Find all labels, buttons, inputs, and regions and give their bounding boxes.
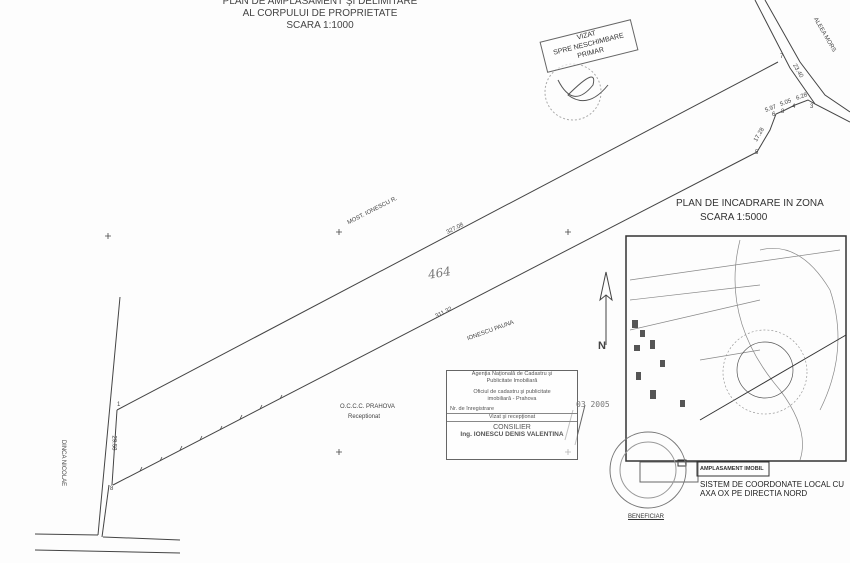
west-road-edge xyxy=(97,296,121,536)
parcel-south-boundary xyxy=(112,151,758,486)
parcel-west-boundary xyxy=(111,409,118,486)
plan-scale: SCARA 1:1000 xyxy=(286,20,354,31)
mayor-seal xyxy=(544,63,602,121)
measure-left-side: 29.58 xyxy=(110,435,117,451)
point-label: 7 xyxy=(780,54,784,60)
legend-site-box xyxy=(639,461,699,483)
ocpi-seal xyxy=(609,431,687,509)
parcel-east-boundary xyxy=(756,99,816,153)
inset-map-frame xyxy=(625,235,847,462)
point-label: 8 xyxy=(781,109,785,115)
north-label: N xyxy=(598,340,606,352)
east-road-edge xyxy=(754,0,850,123)
point-label: 5 xyxy=(755,150,759,156)
plan-title-line2: AL CORPULUI DE PROPRIETATE xyxy=(242,8,398,19)
ocpi-note-line2: Receptionat xyxy=(348,414,381,420)
inset-title: PLAN DE INCADRARE IN ZONA xyxy=(676,198,824,209)
agency-line4: imobiliară - Prahova xyxy=(487,396,537,402)
agency-name: Ing. IONESCU DENIS VALENTINA xyxy=(460,431,564,438)
point-label: 6 xyxy=(772,112,776,118)
point-label: 8 xyxy=(110,486,114,492)
north-arrow-icon xyxy=(599,271,613,345)
agency-date: 03 2005 xyxy=(576,400,610,409)
agency-registration-stamp: Agenţia Naţională de Cadastru şi Publici… xyxy=(446,370,578,460)
point-label: 1 xyxy=(117,402,121,408)
plan-title-line1: PLAN DE AMPLASAMENT ŞI DELIMITARE xyxy=(222,0,418,7)
agency-line1: Agenţia Naţională de Cadastru şi xyxy=(471,371,553,377)
beneficiar-label: BENEFICIAR xyxy=(628,514,665,520)
parcel-north-boundary xyxy=(116,61,779,411)
agency-received: Vizat şi recepţionat xyxy=(447,414,577,422)
coordinate-system-note: SISTEM DE COORDONATE LOCAL CU AXA OX PE … xyxy=(700,480,848,498)
agency-role: CONSILIER xyxy=(493,424,531,431)
point-label: 4 xyxy=(792,104,796,110)
agency-line3: Oficiul de cadastru şi publicitate xyxy=(473,389,551,395)
agency-line2: Publicitate Imobiliară xyxy=(486,378,538,384)
agency-reg-label: Nr. de înregistrare xyxy=(447,406,577,414)
inset-scale: SCARA 1:5000 xyxy=(700,212,768,223)
point-label: 3 xyxy=(810,104,814,110)
neighbor-west: DINCA NICOLAE xyxy=(60,439,67,487)
legend-site-label: AMPLASAMENT IMOBIL xyxy=(700,466,764,472)
ocpi-note-line1: O.C.C.C. PRAHOVA xyxy=(340,404,395,410)
